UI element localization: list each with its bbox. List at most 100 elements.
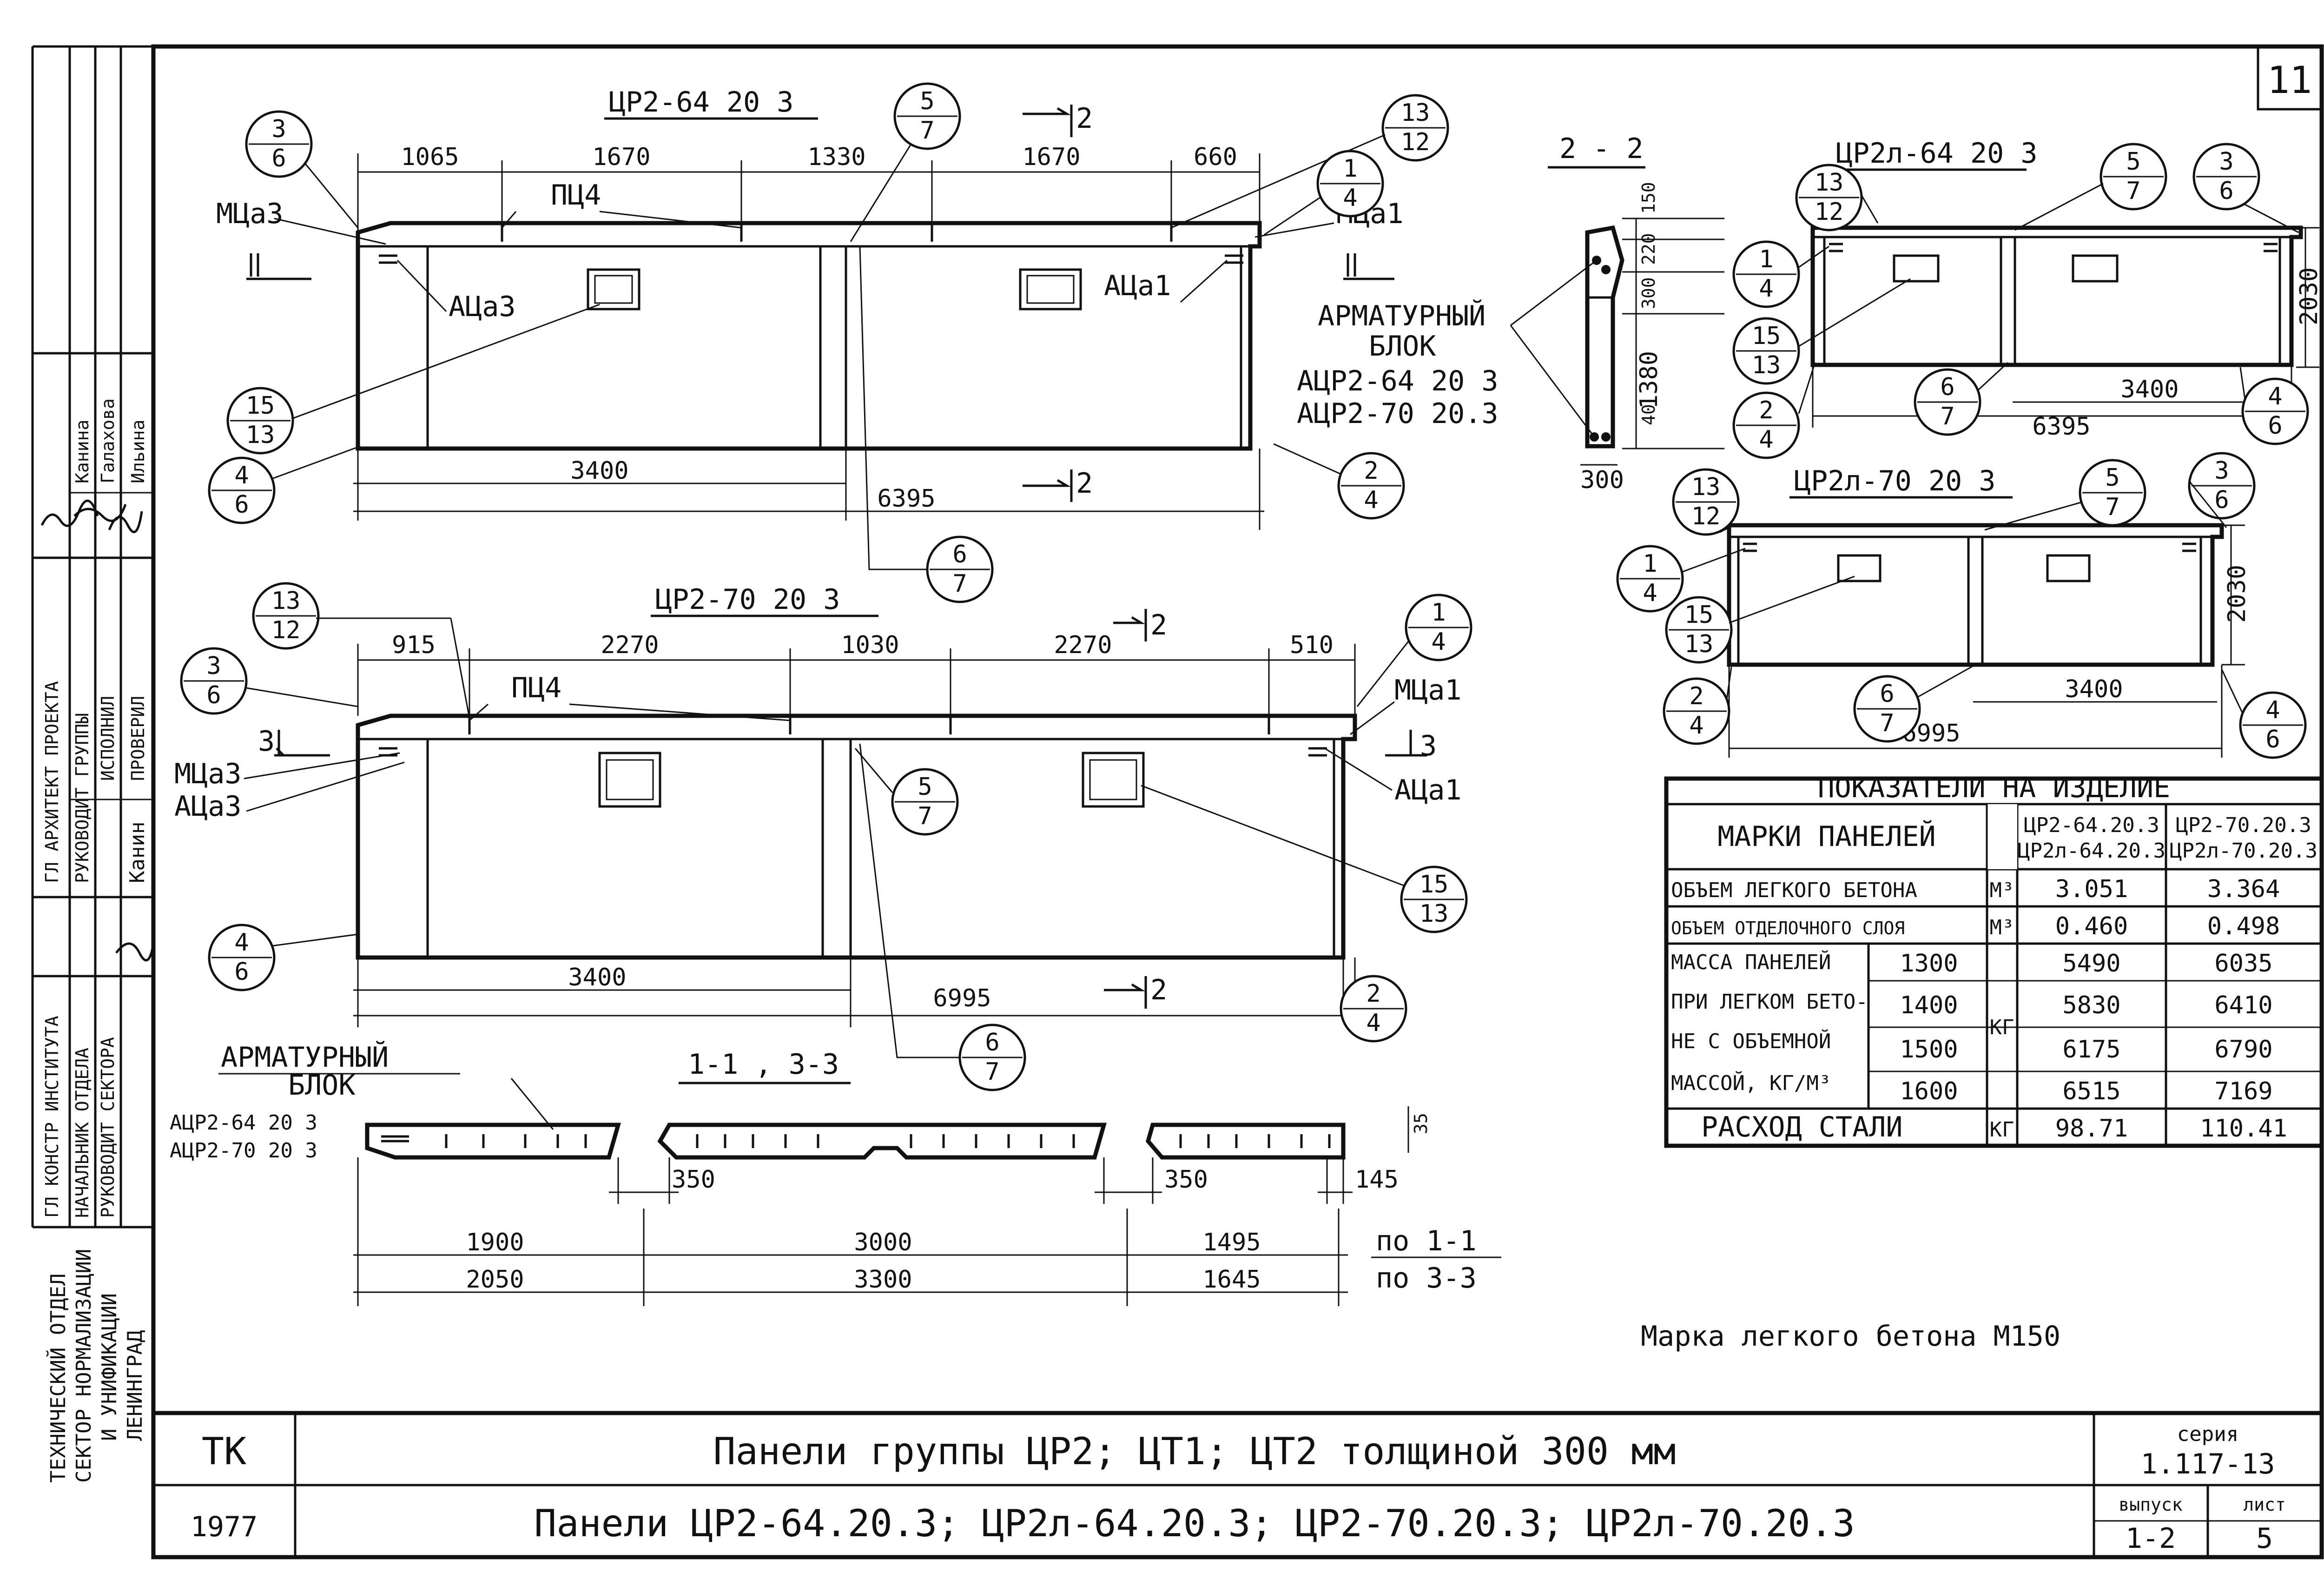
dim: 220 [1638,233,1659,265]
table-header-col-b: ЦР2-70.20.3 [2176,813,2311,837]
cell: 98.71 [2055,1115,2128,1143]
signature [73,504,127,522]
callout-bottom: 12 [1691,502,1721,530]
cell: 6175 [2062,1036,2120,1064]
callout-top: 5 [2105,464,2119,492]
panel-cr2l-70: ЦР2л-70 20 3 2030 3400 6995 13 12 5 7 3 … [1616,452,2307,759]
cell: 6515 [2062,1077,2120,1105]
stamp-role: ГЛ АРХИТЕКТ ПРОЕКТА [42,681,62,883]
section-1-1-3-3: АРМАТУРНЫЙ БЛОК АЦР2-64 20 3 АЦР2-70 20 … [170,1040,1501,1306]
sheet-label: лист [2243,1494,2286,1515]
row-unit: КГ [1990,1118,2014,1142]
table-header-marks: МАРКИ ПАНЕЛЕЙ [1717,819,1936,853]
row-unit: М³ [1990,916,2014,939]
label-ac1: АЦа1 [1394,774,1462,806]
label-mc1: МЦа1 [1394,674,1462,707]
row-label: РАСХОД СТАЛИ [1701,1111,1902,1143]
callout-top: 6 [952,541,967,568]
issue-number: 1-2 [2126,1522,2176,1555]
section-mark: 2 [1076,102,1093,135]
cell: 110.41 [2200,1115,2287,1143]
callout-top: 1 [1759,245,1773,273]
dim-top: 2270 [601,631,659,659]
callout-top: 2 [1364,457,1378,485]
callout-top: 5 [918,773,932,801]
stamp-role: НАЧАЛЬНИК ОТДЕЛА [72,1048,92,1218]
side-stamp: ГЛ КОНСТР ИНСТИТУТА НАЧАЛЬНИК ОТДЕЛА РУК… [31,45,155,1483]
dim-mid: 3400 [570,457,628,485]
callout-bottom: 7 [918,802,932,830]
cell: 3.364 [2207,875,2280,903]
title-org: ТК [202,1430,246,1473]
section-mark: 2 [1150,609,1167,641]
stamp-org: ЛЕНИНГРАД [123,1330,147,1441]
callout-top: 3 [2214,457,2229,485]
dim: 350 [1164,1166,1208,1194]
dim-top: 510 [1290,631,1334,659]
section-mark: 3 [1420,730,1437,762]
dim-row1: 1900 [466,1229,524,1256]
dim-mid: 3400 [2120,376,2179,403]
dim-total: 6395 [2032,413,2090,441]
panel-title: ЦР2л-64 20 3 [1836,137,2037,170]
callout-bottom: 7 [985,1058,999,1086]
stamp-org: ТЕХНИЧЕСКИЙ ОТДЕЛ [46,1274,70,1483]
stamp-role: ПРОВЕРИЛ [128,696,148,781]
section-mark: 2 [1076,467,1093,500]
sheet-number: 11 [2267,59,2312,102]
callout-bottom: 6 [2219,177,2233,205]
callout-bottom: 4 [1431,628,1446,656]
dim: 300 [1638,277,1659,309]
callout-top: 1 [1343,155,1357,183]
dim: 150 [1638,182,1659,214]
signature [108,511,143,533]
callout-bottom: 7 [1880,709,1894,737]
callout-top: 6 [1940,373,1954,401]
block-caption: БЛОК [288,1069,356,1102]
dim-row1: 1495 [1202,1229,1261,1256]
dim-row1-label: по 1-1 [1376,1225,1477,1257]
mass-unit: КГ [1990,1016,2014,1039]
density: 1500 [1900,1036,1958,1064]
callout-bottom: 4 [1689,712,1703,740]
dim-top: 660 [1194,143,1237,171]
signature [115,942,155,962]
callout-bottom: 6 [2265,726,2280,753]
dim-top: 1065 [401,143,459,171]
dim: 35 [1411,1113,1431,1134]
callout-top: 3 [206,652,221,680]
dim-row1: 3000 [854,1229,912,1256]
label-pc4: ПЦ4 [551,179,601,211]
label-ac3: АЦа3 [174,790,242,823]
panel-title: ЦР2л-70 20 3 [1794,465,1995,497]
title-block: ТК 1977 Панели группы ЦР2; ЦТ1; ЦТ2 толщ… [153,1411,2322,1557]
callout-bottom: 4 [1643,579,1657,607]
callout-top: 13 [1401,99,1430,127]
callout-top: 3 [271,115,286,143]
dim: 40 [1638,404,1659,425]
stamp-name: Ильина [128,420,148,483]
block-name: АЦР2-64 20 3 [1297,365,1498,397]
density: 1400 [1900,991,1958,1019]
panel-title: ЦР2-64 20 3 [609,86,793,119]
panel-cr2l-64: ЦР2л-64 20 3 2030 3400 6395 13 12 5 7 3 … [1732,137,2323,459]
panel-cr2-64: ЦР2-64 20 3 1065 1670 1330 1670 660 МЦа3… [208,82,1449,603]
callout-bottom: 12 [1401,128,1430,156]
callout-bottom: 7 [2126,177,2140,205]
stamp-role: ИСПОЛНИЛ [98,696,118,781]
callout-top: 4 [234,929,249,957]
callout-top: 2 [1366,980,1380,1008]
cell: 6790 [2214,1036,2272,1064]
callout-top: 6 [985,1029,999,1057]
dim-total: 6995 [933,984,991,1012]
callout-top: 6 [1880,680,1894,708]
dim-mid: 3400 [568,964,626,991]
callout-top: 1 [1643,550,1657,578]
callout-top: 4 [234,462,249,489]
title-line-1: Панели группы ЦР2; ЦТ1; ЦТ2 толщиной 300… [713,1430,1676,1473]
cell: 7169 [2214,1077,2272,1105]
table-header-col-a: ЦР2-64.20.3 [2024,813,2159,837]
callout-bottom: 6 [234,958,249,986]
callout-bottom: 7 [920,117,934,145]
